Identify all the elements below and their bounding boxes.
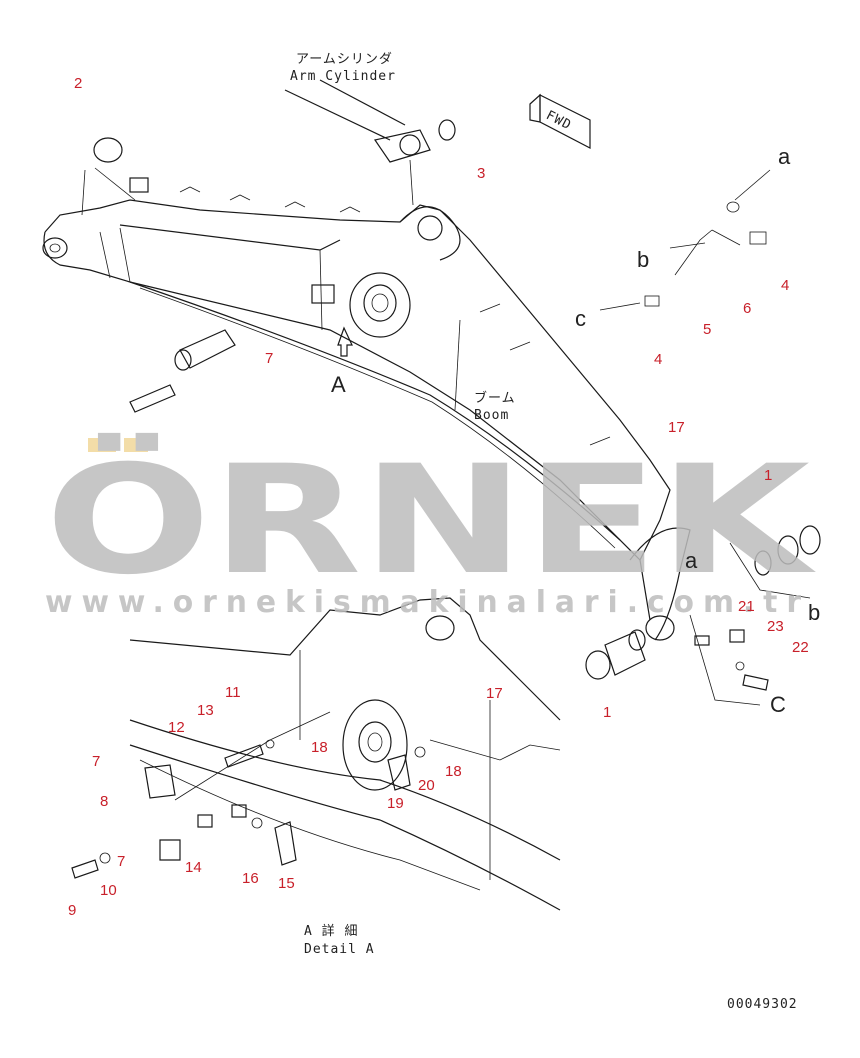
callout-6: 6 [743,300,751,317]
detail-a-assembly [71,597,561,911]
callout-9: 9 [68,902,76,919]
detail-a-label-en: Detail A [304,942,375,957]
callout-17-upper: 17 [668,419,685,436]
fwd-label: FWD [543,108,573,133]
watermark-accent-right [124,438,148,452]
view-marker-b2: b [808,600,820,625]
detail-a-label-jp: A 詳 細 [304,923,358,939]
view-marker-a1: a [778,144,791,169]
callout-21: 21 [738,598,755,615]
callout-16: 16 [242,870,259,887]
callout-14: 14 [185,859,202,876]
callout-10: 10 [100,882,117,899]
callout-7-detail: 7 [92,753,100,770]
arm-cylinder-label-en: Arm Cylinder [290,69,396,84]
boom-label-jp: ブーム [474,390,516,406]
callout-4-upper: 4 [781,277,789,294]
callout-5: 5 [703,321,711,338]
callout-18-left: 18 [311,739,328,756]
callout-12: 12 [168,719,185,736]
callout-1-lower: 1 [603,704,611,721]
callout-13: 13 [197,702,214,719]
callout-2: 2 [74,75,82,92]
watermark-url: www.ornekismakinalari.com.tr [45,585,810,620]
washer-part-2 [93,137,123,163]
drawing-number: 00049302 [727,997,798,1012]
callout-8: 8 [100,793,108,810]
boom-label-en: Boom [474,408,509,423]
watermark-accent-left [88,438,116,452]
boom-assembly [42,79,821,706]
callout-3: 3 [477,165,485,182]
washer-part-3 [438,119,456,141]
view-a-label: A [331,372,346,397]
callout-17-lower: 17 [486,685,503,702]
view-marker-b1: b [637,247,649,272]
callout-20: 20 [418,777,435,794]
callout-4-lower: 4 [654,351,662,368]
callout-15: 15 [278,875,295,892]
callout-7-upper: 7 [265,350,273,367]
view-marker-c2: C [770,692,786,717]
callout-22: 22 [792,639,809,656]
watermark: ÖRNEK www.ornekismakinalari.com.tr [45,432,816,620]
arm-cylinder-label-jp: アームシリンダ [296,52,393,67]
callout-19: 19 [387,795,404,812]
callout-1-right: 1 [764,467,772,484]
callout-11: 11 [225,684,241,701]
view-marker-a2: a [685,548,698,573]
view-marker-c1: c [575,306,586,331]
callout-23: 23 [767,618,784,635]
callout-18-right: 18 [445,763,462,780]
watermark-brand: ÖRNEK [45,432,816,608]
callout-7-lower: 7 [117,853,125,870]
